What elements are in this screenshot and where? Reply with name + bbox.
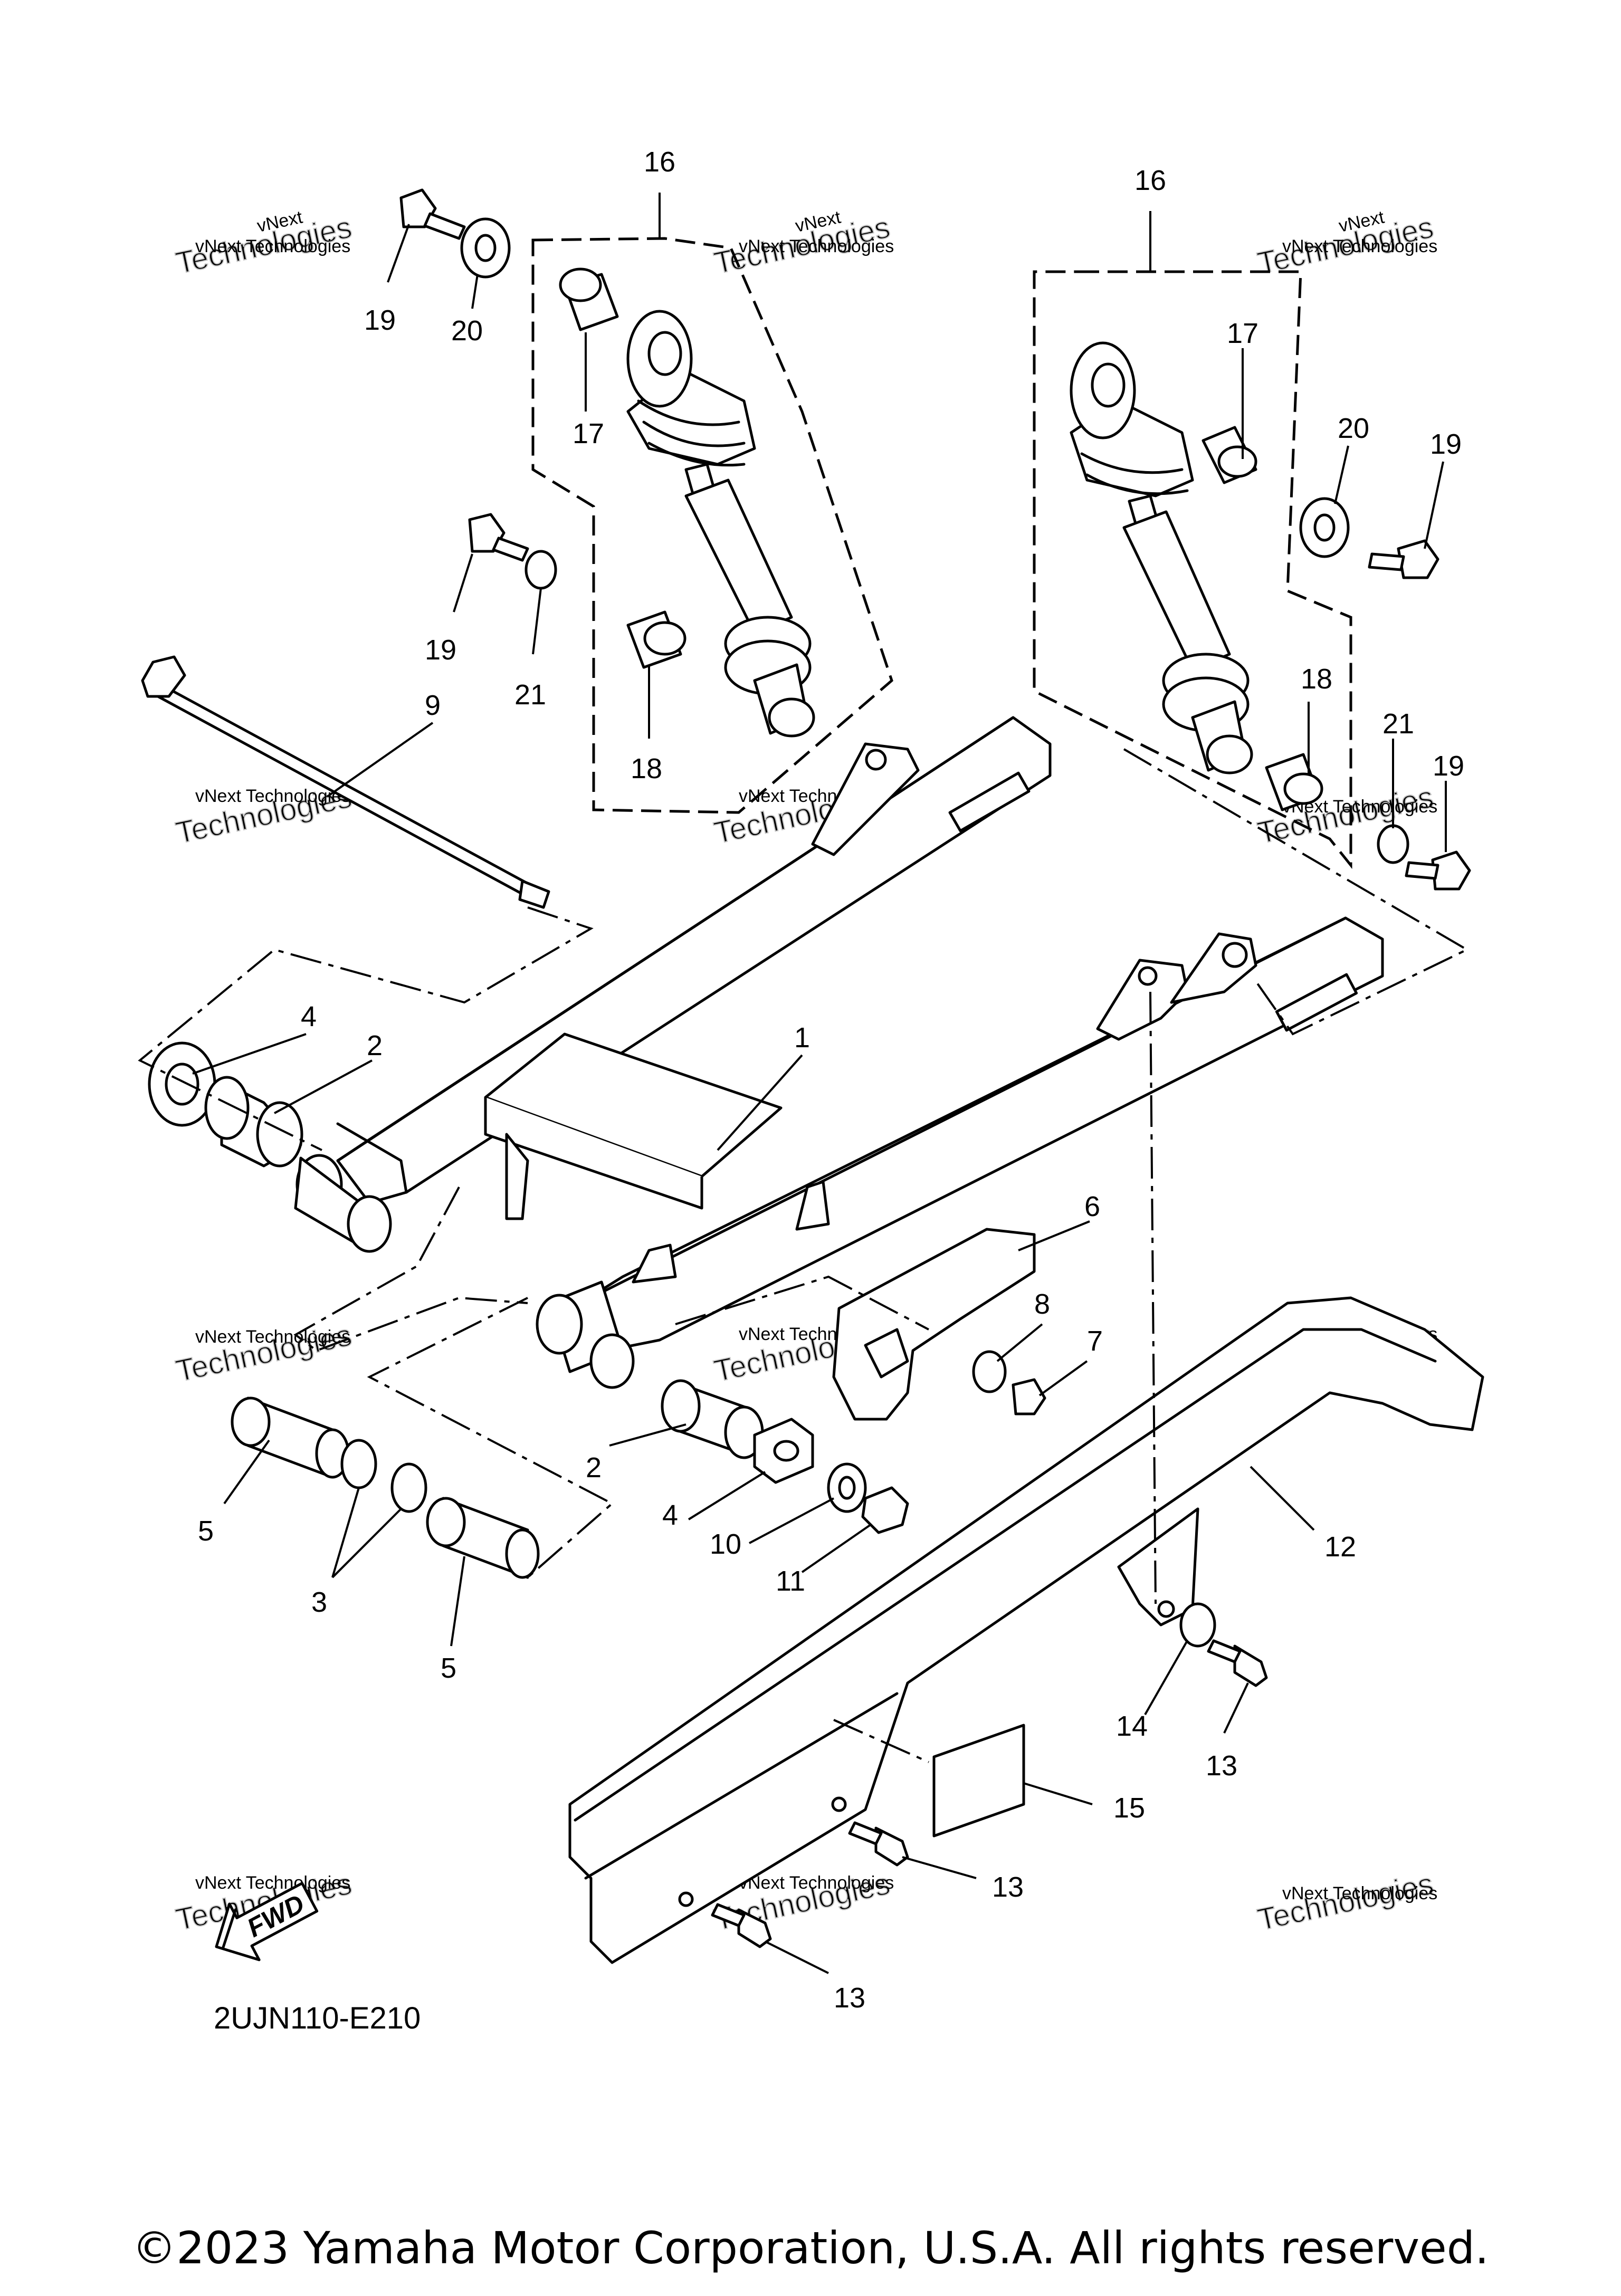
callout-label: 6 bbox=[1084, 1191, 1100, 1222]
watermark-text: vNext Technologies bbox=[739, 1873, 894, 1893]
bushing-2-left-hole bbox=[256, 1101, 303, 1168]
washer-20-right-hole bbox=[1313, 513, 1336, 542]
callout-label: 18 bbox=[1301, 663, 1332, 695]
guide-line bbox=[138, 906, 594, 1151]
oil-seal-4-right-hole bbox=[773, 1440, 799, 1462]
watermark-text: vNext Technologies bbox=[195, 786, 350, 806]
callout-label: 19 bbox=[425, 634, 456, 666]
pivot-shaft bbox=[141, 655, 550, 909]
shock-absorber-right bbox=[1070, 341, 1253, 774]
callout-label: 8 bbox=[1034, 1288, 1050, 1320]
watermark-text: vNext Technologies bbox=[1282, 236, 1437, 256]
callout-label: 20 bbox=[1338, 413, 1369, 444]
callout-label: 5 bbox=[441, 1652, 456, 1684]
watermark-text: vNext Technologies bbox=[195, 236, 350, 256]
warning-label bbox=[932, 1724, 1025, 1838]
chain-puller-6 bbox=[832, 1228, 1036, 1421]
bushing-2-left-end bbox=[204, 1076, 250, 1140]
copyright-notice: ©2023 Yamaha Motor Corporation, U.S.A. A… bbox=[132, 2222, 1489, 2274]
callout-label: 16 bbox=[1134, 165, 1166, 196]
oil-seal-4-left-hole bbox=[165, 1063, 199, 1106]
shock-absorber-left bbox=[626, 310, 815, 738]
collar-5-lower-hole bbox=[505, 1528, 540, 1579]
bushing-17-right-end bbox=[1217, 445, 1257, 478]
nut-11 bbox=[861, 1486, 909, 1534]
diagram-code: 2UJN110-E210 bbox=[214, 2001, 421, 2035]
swingarm bbox=[294, 716, 1384, 1389]
washer-3b bbox=[390, 1462, 427, 1513]
callout-label: 19 bbox=[364, 304, 396, 336]
callout-label: 19 bbox=[1433, 750, 1464, 782]
callout-label: 4 bbox=[301, 1001, 317, 1032]
callout-label: 11 bbox=[776, 1565, 805, 1597]
callout-label: 7 bbox=[1087, 1325, 1103, 1357]
callout-label: 12 bbox=[1324, 1531, 1356, 1563]
watermark-text: vNext Technologies bbox=[195, 1327, 350, 1347]
bolt-13-mid bbox=[874, 1826, 909, 1867]
watermark-text: vNext Technologies bbox=[739, 236, 894, 256]
shock-group-right-outline bbox=[1033, 270, 1352, 869]
callout-label: 13 bbox=[992, 1871, 1024, 1903]
bushing-17-left-end bbox=[559, 267, 602, 302]
bolt-13-low-shank bbox=[711, 1903, 746, 1927]
collar-5-lower-end bbox=[426, 1497, 466, 1547]
bolt-7 bbox=[1012, 1378, 1046, 1415]
callout-label: 14 bbox=[1116, 1710, 1148, 1742]
washer-21-right bbox=[1377, 824, 1409, 864]
callout-label: 9 bbox=[425, 690, 441, 721]
watermark-text: vNext Technologies bbox=[1282, 1883, 1437, 1903]
callout-label: 10 bbox=[710, 1528, 741, 1560]
callout-label: 21 bbox=[514, 679, 546, 711]
washer-8 bbox=[972, 1350, 1007, 1393]
bolt-13-low bbox=[737, 1908, 772, 1948]
guide-line bbox=[675, 1275, 929, 1331]
callout-label: 4 bbox=[662, 1499, 678, 1531]
callout-label: 5 bbox=[198, 1515, 214, 1547]
bolt-13-right-shank bbox=[1207, 1639, 1242, 1663]
shock-group-left-outline bbox=[531, 237, 893, 814]
guide-line bbox=[1123, 748, 1470, 1036]
bolt-19-top-left-shank bbox=[423, 212, 466, 240]
bolt-19-mid-left-shank bbox=[492, 537, 529, 562]
bolt-19-right-upper bbox=[1397, 539, 1439, 579]
guide-line bbox=[833, 1719, 929, 1763]
bolt-19-right-upper-shank bbox=[1368, 552, 1405, 571]
guide-line bbox=[293, 1187, 528, 1352]
callout-label: 2 bbox=[586, 1452, 602, 1484]
washer-21-left bbox=[525, 550, 557, 590]
callout-label: 15 bbox=[1113, 1792, 1145, 1824]
callout-label: 13 bbox=[1206, 1750, 1237, 1782]
washer-3a bbox=[340, 1439, 377, 1489]
guide-line bbox=[367, 1297, 614, 1578]
bolt-13-mid-shank bbox=[848, 1821, 883, 1845]
callout-label: 21 bbox=[1382, 708, 1414, 740]
washer-10-hole bbox=[838, 1476, 856, 1500]
callout-label: 17 bbox=[573, 418, 604, 449]
callout-label: 1 bbox=[794, 1022, 810, 1054]
callout-label: 19 bbox=[1430, 428, 1462, 460]
watermark-text: vNext Technologies bbox=[195, 1873, 350, 1893]
callout-label: 20 bbox=[451, 315, 483, 347]
washer-20-left-hole bbox=[474, 234, 497, 262]
bushing-2-right-end bbox=[661, 1379, 701, 1433]
callout-label: 3 bbox=[311, 1586, 327, 1618]
callout-label: 13 bbox=[834, 1982, 865, 2014]
fwd-arrow: FWD bbox=[215, 1882, 319, 1962]
callout-label: 16 bbox=[644, 146, 675, 178]
callout-label: 18 bbox=[631, 753, 662, 785]
leader-lines bbox=[192, 193, 1447, 1974]
bolt-19-right-lower-shank bbox=[1405, 861, 1439, 880]
callout-label: 2 bbox=[367, 1030, 383, 1061]
bushing-18-right-end bbox=[1283, 772, 1323, 805]
collar-5-upper-end bbox=[231, 1396, 271, 1447]
callout-labels: 16 16 19 20 17 17 20 19 19 21 18 18 21 1… bbox=[198, 146, 1464, 2014]
callout-label: 17 bbox=[1227, 318, 1258, 349]
washer-14 bbox=[1179, 1602, 1216, 1648]
bolt-19-right-lower bbox=[1431, 850, 1471, 891]
bushing-18-left-end bbox=[643, 621, 686, 656]
bolt-13-right bbox=[1233, 1644, 1268, 1687]
